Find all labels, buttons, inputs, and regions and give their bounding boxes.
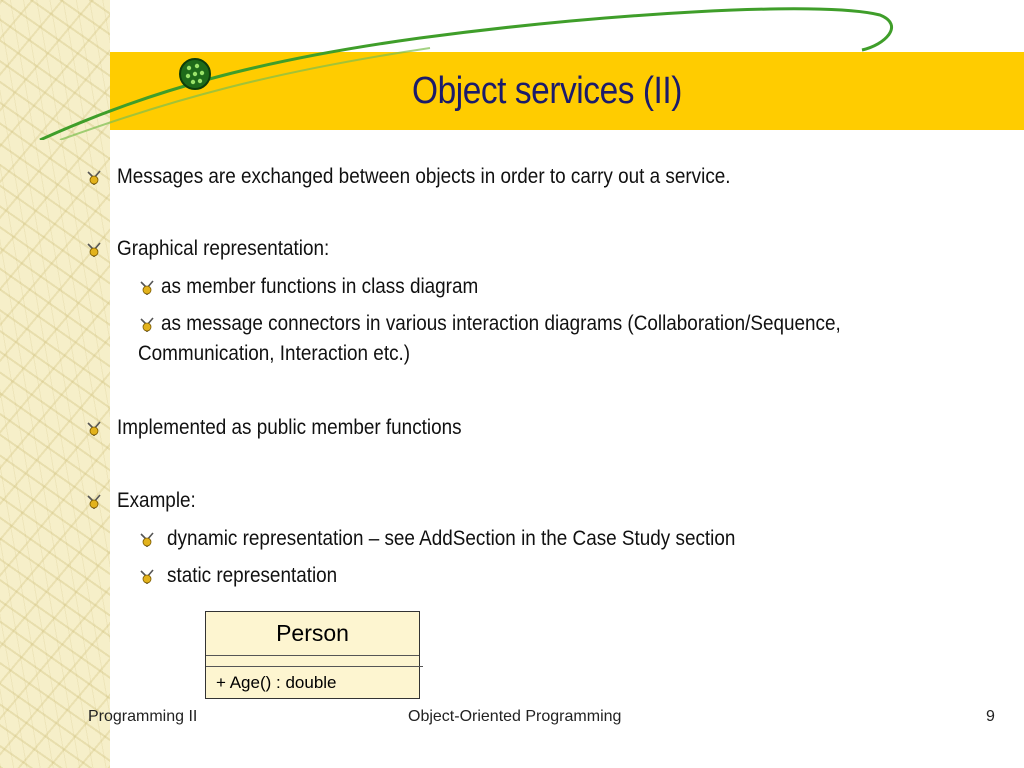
gold-flower-bullet-icon bbox=[87, 421, 101, 436]
sub-bullet-item: static representation bbox=[167, 564, 338, 587]
uml-class-box: Person + Age() : double bbox=[205, 611, 423, 699]
uml-class-name: Person bbox=[276, 620, 349, 646]
page-number: 9 bbox=[986, 708, 995, 725]
gold-flower-bullet-icon bbox=[140, 280, 154, 295]
bullet-item: Graphical representation: bbox=[117, 237, 330, 260]
gold-flower-bullet-icon bbox=[87, 242, 101, 257]
gold-flower-bullet-icon bbox=[140, 317, 154, 332]
footer-left: Programming II bbox=[88, 708, 198, 725]
sub-bullet-item: as message connectors in various interac… bbox=[161, 312, 841, 335]
uml-operation: + Age() : double bbox=[216, 673, 337, 692]
gold-flower-bullet-icon bbox=[87, 494, 101, 509]
sub-bullet-continuation: Communication, Interaction etc.) bbox=[138, 342, 411, 365]
slide-title: Object services (II) bbox=[412, 69, 682, 112]
footer-center: Object-Oriented Programming bbox=[408, 708, 622, 725]
sub-bullet-item: dynamic representation – see AddSection … bbox=[167, 527, 736, 550]
gold-flower-bullet-icon bbox=[140, 532, 154, 547]
green-swoosh-decoration bbox=[39, 7, 894, 140]
uml-divider bbox=[206, 666, 423, 667]
gold-flower-bullet-icon bbox=[87, 170, 101, 185]
bullet-item: Example: bbox=[117, 489, 196, 512]
bullet-item: Messages are exchanged between objects i… bbox=[117, 165, 731, 188]
bullet-item: Implemented as public member functions bbox=[117, 416, 462, 439]
gold-flower-bullet-icon bbox=[140, 569, 154, 584]
green-globe-icon bbox=[179, 58, 211, 90]
uml-divider bbox=[206, 655, 419, 656]
sub-bullet-item: as member functions in class diagram bbox=[161, 275, 479, 298]
